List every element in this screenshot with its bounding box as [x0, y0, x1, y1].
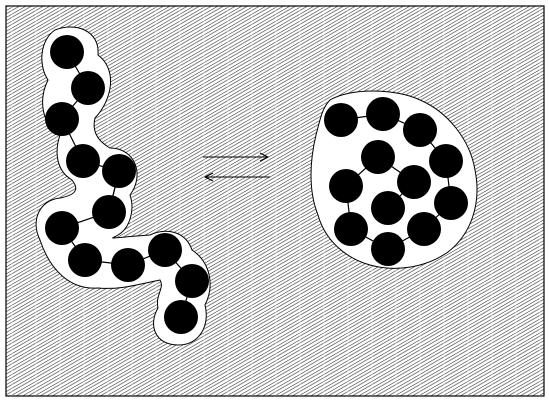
- globule-bead: [397, 165, 431, 199]
- collapsed-globule-beads: [324, 97, 468, 266]
- chain-bead: [66, 144, 100, 178]
- globule-bead: [366, 97, 400, 131]
- chain-bead: [45, 102, 79, 136]
- globule-bead: [329, 169, 363, 203]
- globule-bead: [434, 186, 468, 220]
- globule-bead: [361, 140, 395, 174]
- chain-bead: [50, 35, 84, 69]
- chain-bead: [45, 211, 79, 245]
- globule-bead: [429, 144, 463, 178]
- extended-chain-beads: [45, 35, 209, 334]
- chain-bead: [164, 300, 198, 334]
- chain-bead: [175, 264, 209, 298]
- left-arrow-icon: [203, 172, 270, 182]
- globule-bead: [334, 212, 368, 246]
- right-arrow-icon: [203, 152, 270, 162]
- globule-bead: [407, 212, 441, 246]
- chain-bead: [92, 195, 126, 229]
- chain-bead: [111, 248, 145, 282]
- globule-bead: [371, 232, 405, 266]
- chain-bead: [68, 243, 102, 277]
- chain-bead: [102, 154, 136, 188]
- globule-bead: [403, 113, 437, 147]
- chain-bead: [148, 233, 182, 267]
- globule-bead: [324, 103, 358, 137]
- equilibrium-arrows: [203, 152, 270, 182]
- chain-bead: [71, 71, 105, 105]
- globule-bead: [371, 191, 405, 225]
